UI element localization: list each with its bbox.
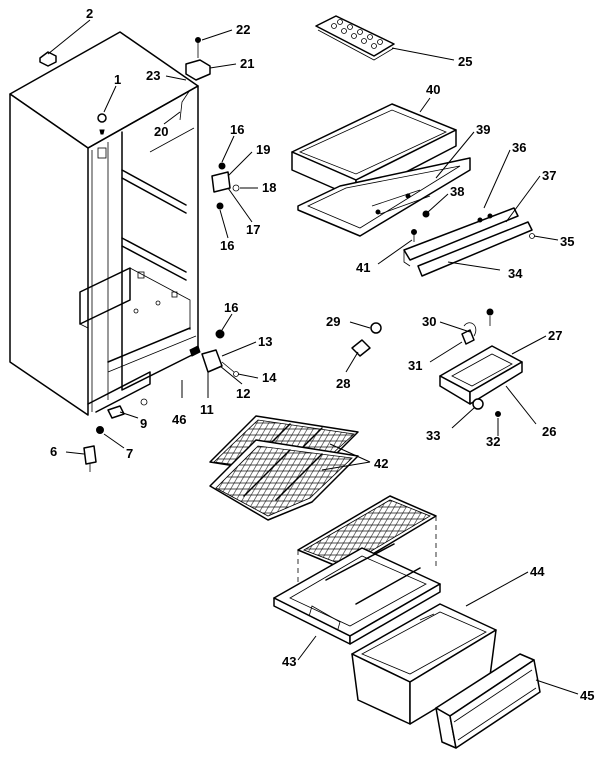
callout-7: 7 (126, 446, 133, 461)
callout-16-upper: 16 (230, 122, 244, 137)
refrigerator-cabinet (9, 31, 199, 416)
callout-37: 37 (542, 168, 556, 183)
callout-39: 39 (476, 122, 490, 137)
callout-25: 25 (458, 54, 472, 69)
callout-12: 12 (236, 386, 250, 401)
callout-34: 34 (508, 266, 523, 281)
crisper-front-45 (435, 653, 541, 749)
callout-46: 46 (172, 412, 186, 427)
freezer-frame-39 (297, 157, 471, 237)
light-housing (439, 345, 523, 417)
callout-11: 11 (200, 402, 214, 417)
callout-20: 20 (154, 124, 168, 139)
roller-assembly (83, 426, 104, 472)
callout-13: 13 (258, 334, 272, 349)
fasteners-38-41 (411, 210, 430, 242)
callout-22: 22 (236, 22, 250, 37)
callout-30: 30 (422, 314, 436, 329)
rail-assembly (403, 207, 535, 277)
leader-lines (47, 19, 579, 695)
leveling-leg (107, 405, 125, 419)
thermostat-assembly (179, 37, 211, 121)
screw-46 (140, 398, 148, 406)
light-bulb-socket (351, 322, 382, 357)
callout-9: 9 (140, 416, 147, 431)
callout-43: 43 (282, 654, 296, 669)
callout-31: 31 (408, 358, 422, 373)
callout-45: 45 (580, 688, 594, 703)
callout-16-lower: 16 (224, 300, 238, 315)
callout-17: 17 (246, 222, 260, 237)
wire-shelves (209, 415, 359, 521)
callout-16-middle: 16 (220, 238, 234, 253)
callout-33: 33 (426, 428, 440, 443)
callout-29: 29 (326, 314, 340, 329)
callout-19: 19 (256, 142, 270, 157)
light-switch-assembly (461, 308, 494, 345)
crisper-cover-43 (273, 495, 441, 645)
top-hinge-cap (39, 51, 57, 67)
callout-32: 32 (486, 434, 500, 449)
upper-hinge-bracket (211, 162, 240, 210)
callout-23: 23 (146, 68, 160, 83)
screw-1 (97, 113, 107, 135)
callout-38: 38 (450, 184, 464, 199)
crisper-pan-44 (351, 603, 497, 725)
ice-tray (315, 15, 395, 61)
callout-labels: 2 1 22 21 23 20 16 19 18 17 16 16 13 14 … (50, 6, 594, 703)
callout-26: 26 (542, 424, 556, 439)
callout-44: 44 (530, 564, 545, 579)
callout-2: 2 (86, 6, 93, 21)
callout-6: 6 (50, 444, 57, 459)
lower-hinge-bracket (189, 329, 239, 377)
callout-35: 35 (560, 234, 574, 249)
callout-42: 42 (374, 456, 388, 471)
callout-28: 28 (336, 376, 350, 391)
callout-27: 27 (548, 328, 562, 343)
callout-41: 41 (356, 260, 370, 275)
callout-1: 1 (114, 72, 121, 87)
callout-18: 18 (262, 180, 276, 195)
callout-14: 14 (262, 370, 277, 385)
callout-40: 40 (426, 82, 440, 97)
callout-36: 36 (512, 140, 526, 155)
callout-21: 21 (240, 56, 254, 71)
